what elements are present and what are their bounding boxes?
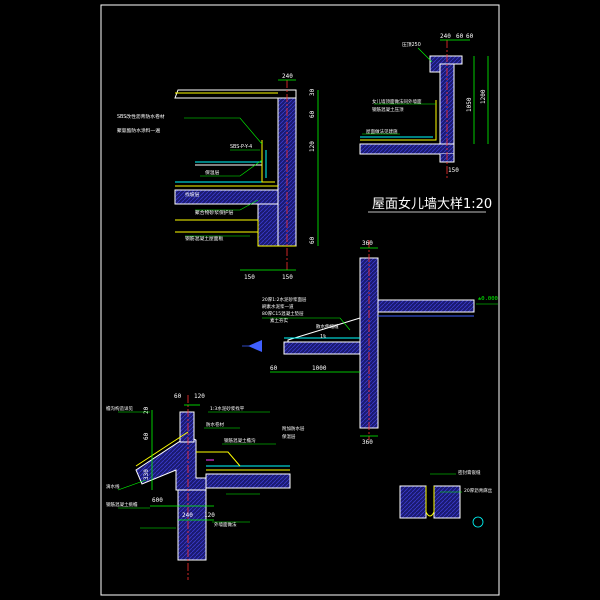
detail-e: 密封膏嵌缝 20厚沥青麻丝 [399, 469, 493, 528]
detail-d-dim-mid: 600 [152, 497, 163, 504]
detail-c-note-4: 素土夯实 [270, 317, 288, 324]
detail-a-note-7: 钢筋混凝土屋面板 [185, 235, 224, 242]
detail-a-note-1: SBS改性沥青防水卷材 [117, 113, 165, 120]
detail-c-level: ±0.000 [478, 296, 498, 302]
detail-d-note-7: 钢筋混凝土挑檐 [106, 501, 138, 508]
detail-a-note-4: 保温层 [205, 169, 220, 176]
detail-d-dim-b1: 240 [182, 512, 193, 519]
detail-a-note-2: 聚氨酯防水涂料一遍 [117, 127, 160, 134]
detail-e-marker [472, 516, 484, 528]
detail-c: 360 360 60 1000 ±0.000 20厚1:2水泥砂浆面层 刷素水泥… [242, 240, 498, 446]
detail-d-dim-l2: 60 [143, 432, 150, 440]
detail-d-dim-l3: 330 [143, 469, 150, 480]
detail-d-note-8: 檐沟构造详见 [106, 405, 133, 412]
detail-a-beam [257, 203, 279, 247]
detail-c-dim-l1: 60 [270, 365, 278, 372]
detail-a-dim-top: 240 [282, 73, 293, 80]
detail-a-cap [174, 89, 297, 99]
detail-d-gutter [135, 435, 207, 491]
detail-b-dim-lt: 压顶250 [402, 42, 421, 48]
detail-e-note-1: 密封膏嵌缝 [458, 469, 481, 476]
detail-d-note-1: 1:3水泥砂浆找平 [210, 405, 245, 412]
detail-d-note-6: 滴水线 [106, 483, 120, 490]
detail-b-note-2: 钢筋混凝土压顶 [372, 106, 404, 113]
detail-a-note-6: 聚合物砂浆保护层 [195, 209, 234, 216]
detail-c-note-1: 20厚1:2水泥砂浆面层 [262, 296, 307, 303]
detail-c-note-5: 散水伸缩缝 [316, 323, 339, 330]
detail-c-dim-bottom: 360 [362, 439, 373, 446]
drawing-title: 屋面女儿墙大样1:20 [372, 196, 492, 212]
detail-d-note-5: 保温层 [282, 433, 296, 440]
detail-a-dim-r1: 30 [309, 88, 316, 96]
detail-a-dim-r2: 60 [309, 110, 316, 118]
detail-a-note-5: 找坡层 [185, 191, 200, 198]
detail-e-note-2: 20厚沥青麻丝 [464, 487, 493, 494]
detail-a-dim-b2: 150 [282, 274, 293, 281]
detail-d-note-4: 附加防水层 [282, 425, 305, 432]
detail-c-apron [283, 341, 361, 355]
detail-d-note-3: 钢筋混凝土檐沟 [224, 437, 256, 444]
detail-b-dim-b: 150 [448, 167, 459, 174]
detail-a-slab [174, 189, 279, 205]
detail-d-dim-b2: 120 [204, 512, 215, 519]
detail-b-dim-t2: 60 [456, 33, 464, 40]
detail-c-note-6: 1% [320, 334, 326, 340]
detail-a-dim-r4: 60 [309, 236, 316, 244]
detail-b-note-1: 女儿墙顶面做法同外墙面 [372, 98, 422, 105]
detail-c-note-3: 80厚C15混凝土垫层 [262, 310, 304, 317]
detail-b-dim-r1: 1050 [466, 97, 473, 112]
detail-c-floor [377, 299, 475, 313]
detail-a-dim-b1: 150 [244, 274, 255, 281]
detail-b-dim-r2: 1200 [480, 89, 487, 104]
detail-d-note-9: 外墙面做法 [214, 521, 237, 528]
detail-d-parapet [179, 411, 195, 443]
detail-c-note-2: 刷素水泥浆一道 [262, 303, 294, 310]
detail-b: 240 60 60 1050 1200 150 压顶250 女儿墙顶面做法同外墙… [359, 33, 489, 178]
detail-b-note-3: 屋面做法见建施 [366, 128, 398, 135]
detail-b-dim-t1: 240 [440, 33, 451, 40]
detail-e-block-left [399, 485, 427, 519]
detail-c-dim-top: 360 [362, 240, 373, 247]
detail-e-block-right [433, 485, 461, 519]
sheet-border [100, 4, 500, 596]
detail-d-wall [177, 489, 207, 561]
detail-d-slab [205, 473, 291, 489]
detail-d-note-2: 防水卷材 [206, 421, 224, 428]
detail-a: 240 30 60 120 60 150 150 SBS改性沥青防水卷材 聚氨酯… [117, 73, 319, 281]
detail-a-note-3: SBS-P-Y-4 [230, 144, 252, 150]
detail-b-dim-t3: 60 [466, 33, 474, 40]
detail-b-slab [359, 143, 455, 155]
detail-d-dim-l1: 20 [143, 406, 150, 414]
detail-c-dim-l2: 1000 [312, 365, 327, 372]
detail-d: 60 120 20 60 330 600 240 120 1:3水泥砂浆找平 防… [106, 393, 305, 580]
detail-d-dim-t1: 60 [174, 393, 182, 400]
detail-d-dim-t2: 120 [194, 393, 205, 400]
detail-a-dim-r3: 120 [309, 141, 316, 152]
